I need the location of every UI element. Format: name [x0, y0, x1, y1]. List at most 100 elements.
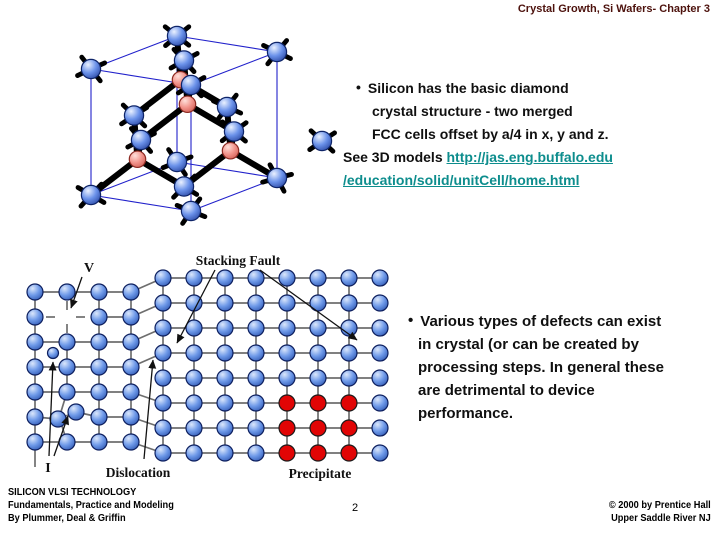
text-line: are detrimental to device: [418, 382, 595, 399]
lattice-atom: [26, 333, 44, 351]
precipitate-atom: [309, 444, 327, 462]
diamond-crystal-figure: [75, 24, 337, 226]
lattice-atom: [247, 369, 265, 387]
interstitial-arrow-2: [53, 415, 69, 457]
lattice-atom: [26, 383, 44, 401]
lattice-atom: [49, 410, 67, 428]
lattice-atom: [340, 369, 358, 387]
precipitate-atom: [278, 444, 296, 462]
silicon-atom: [123, 105, 145, 126]
lattice-atom: [185, 444, 203, 462]
lattice-atom: [154, 294, 172, 312]
lattice-atom: [247, 269, 265, 287]
bullet-block-silicon: •Silicon has the basic diamond crystal s…: [343, 77, 718, 192]
lattice-atom: [371, 344, 389, 362]
lattice-atom: [26, 358, 44, 376]
lattice-atom: [26, 283, 44, 301]
lattice-atom: [216, 369, 234, 387]
lattice-bonds: [34, 277, 380, 467]
silicon-atom: [166, 25, 188, 47]
precipitate-atom: [340, 394, 358, 412]
precipitate-atom: [278, 419, 296, 437]
offset-fcc-atom: [178, 95, 197, 114]
footer-copyright: © 2000 by Prentice Hall Upper Saddle Riv…: [609, 499, 711, 525]
page-number: 2: [352, 502, 359, 514]
lattice-atom: [154, 269, 172, 287]
lattice-atom: [247, 444, 265, 462]
lattice-atom: [122, 433, 140, 451]
lattice-atom: [122, 308, 140, 326]
lattice-atom: [90, 333, 108, 351]
unitcell-link-line2[interactable]: /education/solid/unitCell/home.html: [343, 172, 580, 188]
silicon-atom: [223, 121, 245, 142]
lattice-atom: [247, 344, 265, 362]
lattice-atom: [247, 294, 265, 312]
silicon-atom: [216, 96, 238, 118]
lattice-atom: [340, 344, 358, 362]
silicon-atom: [180, 74, 202, 96]
lattice-atom: [185, 394, 203, 412]
lattice-atom: [90, 358, 108, 376]
lattice-atom: [371, 269, 389, 287]
bullet-dot: •: [356, 79, 361, 95]
footer-line: SILICON VLSI TECHNOLOGY: [8, 486, 137, 498]
vacancy-label: V: [84, 261, 94, 276]
bond-stubs: [75, 24, 337, 226]
lattice-atom: [278, 369, 296, 387]
slide-header-title: Crystal Growth, Si Wafers- Chapter 3: [517, 3, 710, 15]
lattice-atom: [185, 419, 203, 437]
unitcell-link-line1[interactable]: http://jas.eng.buffalo.edu: [446, 149, 613, 165]
text-line: in crystal (or can be created by: [418, 336, 639, 353]
lattice-atom: [154, 444, 172, 462]
lattice-atom: [90, 308, 108, 326]
link-line-2: /education/solid/unitCell/home.html: [343, 169, 718, 192]
lattice-atom: [58, 383, 76, 401]
footer-book-info: SILICON VLSI TECHNOLOGY Fundamentals, Pr…: [8, 486, 174, 525]
stacking-fault-arrow-left: [176, 269, 216, 344]
precipitate-atom: [340, 444, 358, 462]
lattice-atom: [340, 294, 358, 312]
interstitial-arrow-1: [48, 361, 57, 457]
atoms: [80, 25, 333, 222]
lattice-atom: [216, 294, 234, 312]
text-line: processing steps. In general these: [418, 359, 664, 376]
lattice-atom: [154, 419, 172, 437]
lattice-atom: [46, 346, 60, 360]
lattice-atom: [58, 283, 76, 301]
footer-line: Upper Saddle River NJ: [611, 512, 711, 524]
lattice-atom: [26, 433, 44, 451]
stacking-fault-arrow-right: [259, 269, 358, 341]
lattice-atom: [26, 408, 44, 426]
lattice-atom: [216, 319, 234, 337]
lattice-atom: [185, 294, 203, 312]
lattice-atom: [247, 394, 265, 412]
silicon-atom: [80, 184, 102, 206]
lattice-atom: [371, 369, 389, 387]
lattice-atoms: [26, 269, 389, 462]
footer-line: By Plummer, Deal & Griffin: [8, 512, 126, 524]
lattice-atom: [371, 394, 389, 412]
lattice-atom: [122, 358, 140, 376]
dislocation-arrow: [143, 359, 157, 460]
lattice-atom: [309, 294, 327, 312]
offset-fcc-atom: [221, 141, 240, 160]
silicon-atom: [130, 129, 152, 151]
lattice-atom: [90, 408, 108, 426]
precipitate-atom: [309, 394, 327, 412]
link-prefix: See 3D models: [343, 149, 447, 165]
lattice-atom: [185, 269, 203, 287]
lattice-atom: [122, 283, 140, 301]
silicon-atom: [266, 167, 288, 189]
interstitial-label: I: [45, 461, 50, 476]
lattice-atom: [216, 419, 234, 437]
lattice-atom: [216, 344, 234, 362]
lattice-atom: [216, 269, 234, 287]
lattice-atom: [371, 319, 389, 337]
silicon-atom: [173, 50, 195, 71]
precipitate-atom: [340, 419, 358, 437]
text-line: FCC cells offset by a/4 in x, y and z.: [372, 126, 609, 142]
see-3d-models-line: See 3D models http://jas.eng.buffalo.edu: [343, 146, 718, 169]
lattice-atom: [216, 444, 234, 462]
silicon-atom: [166, 151, 188, 173]
